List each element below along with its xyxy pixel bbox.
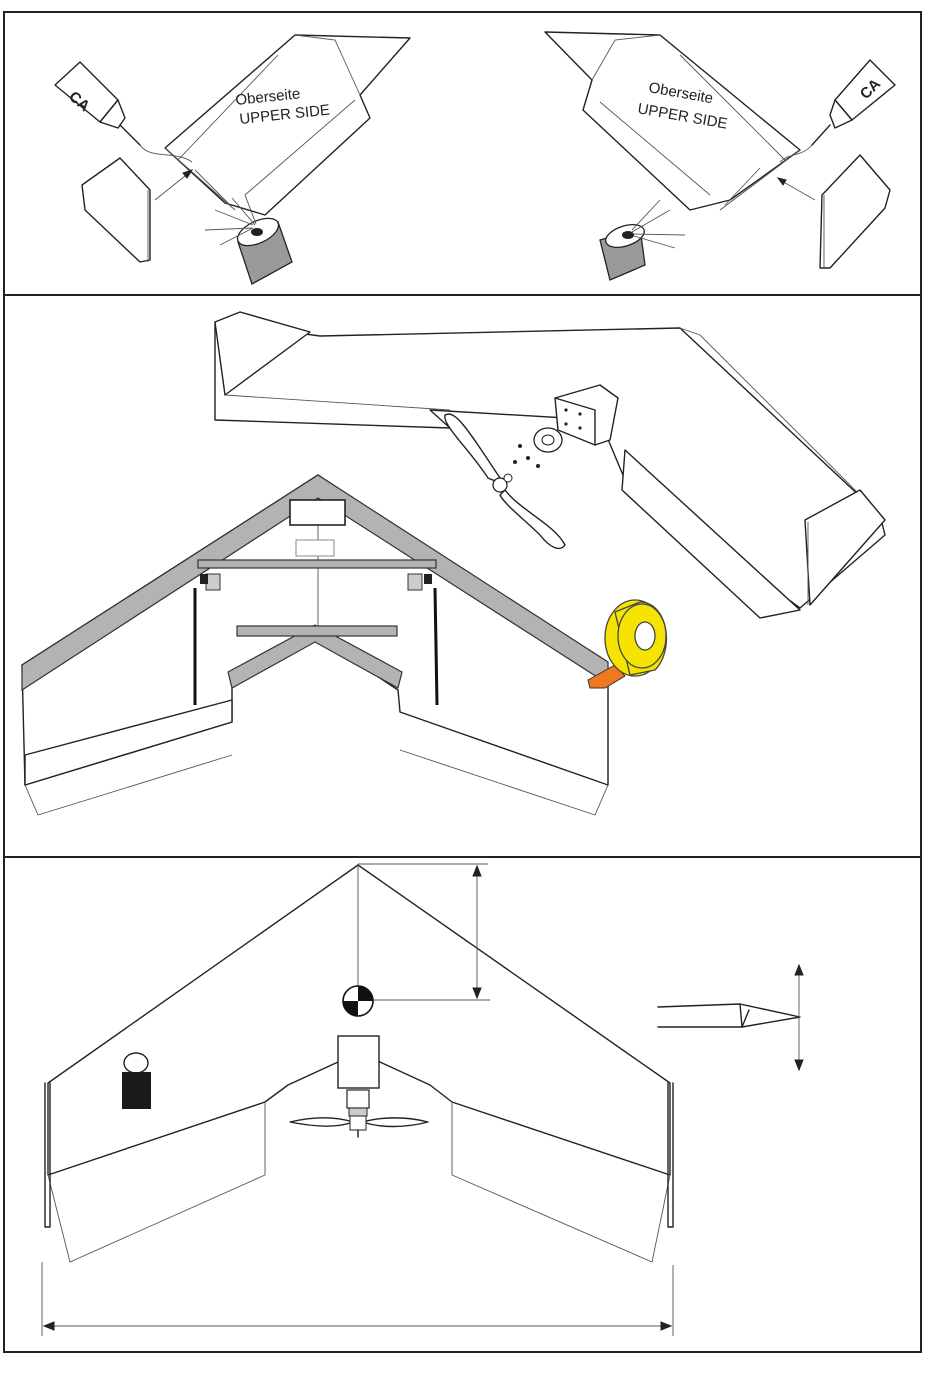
servo-left [206, 574, 220, 590]
motor-cutout [290, 500, 345, 525]
right-fin [820, 155, 890, 268]
fin-insert-arrow-right-head [778, 178, 786, 185]
fin-insert-arrow-right [780, 180, 815, 200]
airfoil-elevon-diagram [658, 965, 803, 1070]
fin-insert-arrow-left [155, 172, 190, 200]
panel-1-fin-gluing: Oberseite UPPER SIDE CA [55, 32, 895, 284]
left-fin [82, 158, 150, 262]
carbon-spar-upper-cross [198, 560, 436, 568]
right-wing-tip: Oberseite UPPER SIDE [545, 32, 800, 210]
carbon-spar-cross [237, 626, 397, 636]
cg-marker-icon [343, 986, 373, 1016]
left-wing-tip: Oberseite UPPER SIDE [165, 35, 410, 215]
servo-right [408, 574, 422, 590]
wing-plan-view-with-spar [22, 475, 608, 815]
ca-glue-bottle-icon: CA [812, 60, 895, 145]
tape-roll-icon [588, 600, 666, 688]
ballast-weight-icon [122, 1053, 151, 1109]
battery-hatch [296, 540, 334, 556]
motor-icon [513, 428, 562, 468]
panel-2-motor-and-spar [22, 312, 885, 815]
ca-glue-bottle-icon: CA [55, 62, 140, 145]
pushrod-right [435, 588, 437, 705]
activator-spray-can-icon [600, 200, 685, 280]
wingspan-dimension [42, 1262, 673, 1336]
panel-3-cg-and-span [42, 864, 803, 1336]
